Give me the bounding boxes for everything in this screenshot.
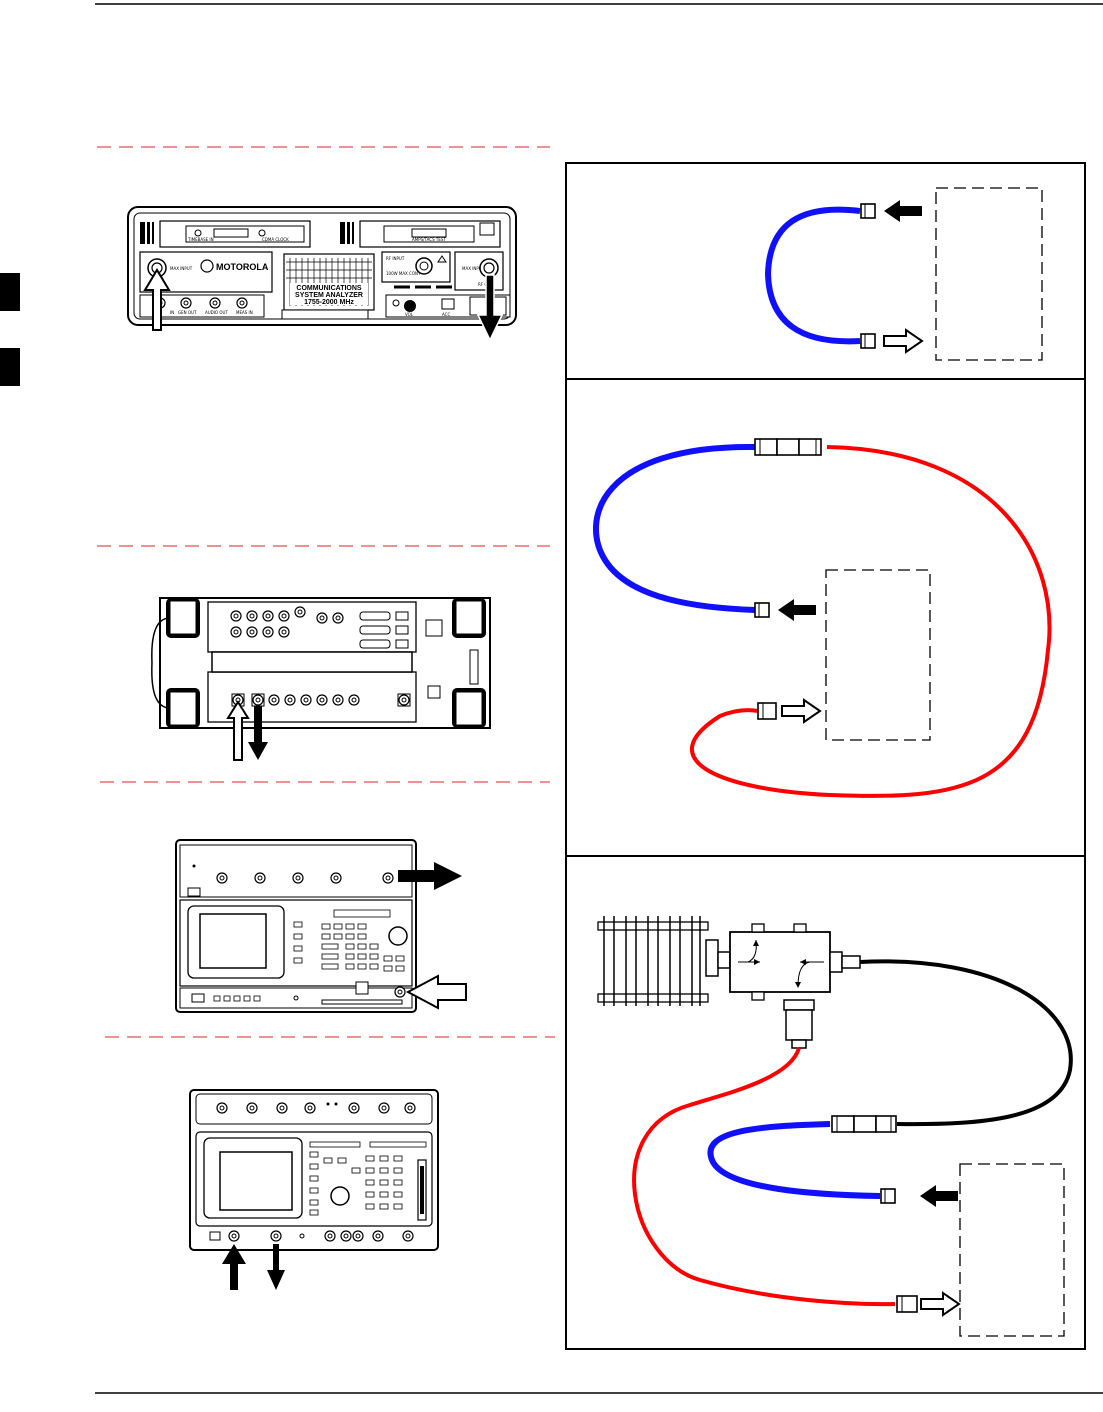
connector-icon	[897, 1296, 917, 1312]
solid-arrow-icon	[778, 599, 816, 621]
product-line-2: SYSTEM ANALYZER	[295, 292, 363, 299]
blue-cable	[768, 210, 860, 342]
label-cdma-clock: CDMA CLOCK	[262, 237, 289, 242]
setup-section-1	[768, 188, 1042, 360]
connector-icon	[861, 204, 875, 218]
solid-arrow-icon	[884, 200, 922, 222]
communications-test-set	[190, 1090, 438, 1290]
red-cable	[692, 447, 1050, 796]
black-cable	[860, 961, 1071, 1124]
hollow-arrow-icon	[782, 700, 820, 722]
label-max-input-left: MAX INPUT	[170, 266, 193, 271]
label-amps-tacs: AMPS/TACS TEST	[412, 237, 446, 242]
rack-instrument	[152, 598, 490, 760]
motorola-brand: MOTOROLA	[216, 262, 269, 272]
chapter-tab-upper	[0, 273, 20, 311]
red-cable	[634, 1048, 895, 1304]
label-acc: ACC	[442, 312, 450, 317]
label-max-power: 100W MAX CONT	[386, 271, 421, 276]
label-gen-out: GEN OUT	[178, 310, 197, 315]
label-meas-in: MEAS IN	[236, 310, 253, 315]
spectrum-analyzer	[176, 840, 466, 1012]
connector-icon	[755, 603, 769, 617]
chapter-tab-lower	[0, 348, 20, 386]
blue-cable	[596, 447, 755, 610]
label-audio-out: AUDIO OUT	[205, 310, 228, 315]
test-equipment-outline	[960, 1164, 1064, 1336]
hollow-arrow-icon	[884, 330, 922, 352]
label-timebase-in: TIMEBASE IN	[187, 237, 214, 242]
inline-attenuator-icon	[755, 439, 821, 455]
cable-setup-panel	[566, 163, 1085, 1349]
connector-icon	[861, 334, 875, 348]
product-line-1: COMMUNICATIONS	[296, 285, 362, 292]
connector-icon	[758, 703, 776, 719]
test-equipment-outline	[826, 570, 930, 740]
hollow-arrow-icon	[921, 1293, 959, 1315]
product-line-3: 1755-2000 MHz	[304, 299, 354, 306]
solid-arrow-icon	[920, 1185, 958, 1207]
test-equipment-outline	[936, 188, 1042, 360]
setup-section-3	[598, 916, 1071, 1336]
label-vol: VOL	[405, 312, 414, 317]
motorola-analyzer: TIMEBASE IN CDMA CLOCK AMPS/TACS TEST MA…	[128, 207, 516, 340]
label-rf-input: RF INPUT	[386, 256, 405, 261]
blue-cable	[710, 1124, 880, 1196]
label-audio-in: IN	[170, 310, 174, 315]
directional-coupler-icon	[730, 924, 860, 1048]
inline-attenuator-icon	[832, 1116, 896, 1132]
setup-section-2	[596, 439, 1049, 796]
attenuator-icon	[598, 916, 730, 1006]
connector-icon	[881, 1189, 895, 1203]
